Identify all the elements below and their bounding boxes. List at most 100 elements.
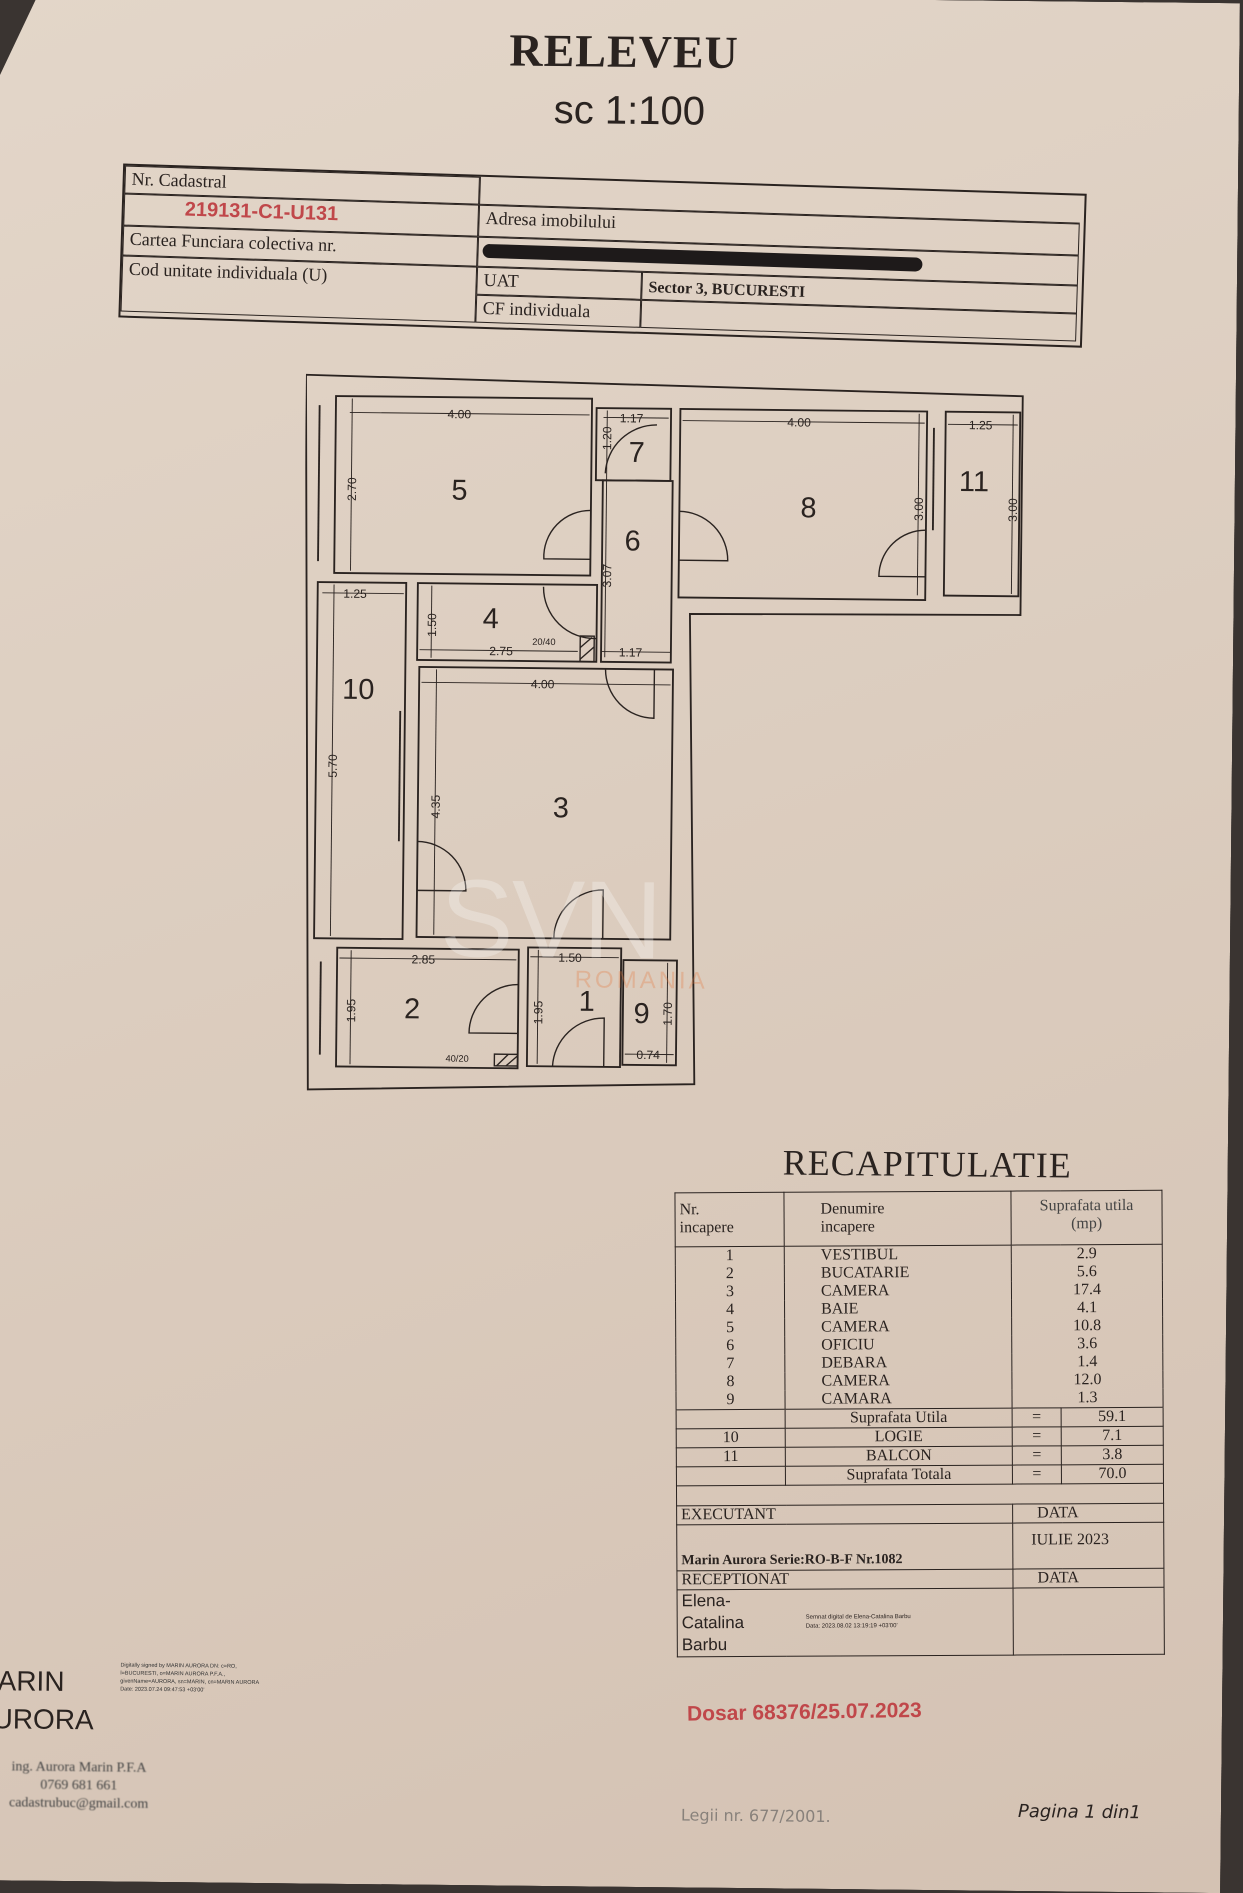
- receptionat-digital-signature: Semnat digital de Elena-Catalina Barbu D…: [805, 1614, 911, 1630]
- room-11-outline: [944, 412, 1020, 597]
- room-area: 7.1: [1061, 1426, 1163, 1446]
- room-area: 1.4: [1012, 1353, 1163, 1372]
- executant-date: IULIE 2023: [1013, 1522, 1164, 1569]
- signer-name: MARIN AURORA: [0, 1662, 94, 1739]
- room-nr: 7: [676, 1355, 785, 1374]
- redaction-bar: [482, 244, 922, 272]
- receptionat-signature-cell: Elena-Catalina Barbu Semnat digital de E…: [677, 1588, 1013, 1657]
- room-numbers: 1 2 3 4 5 6 7 8 9 10 11: [339, 434, 990, 1034]
- dimension-label: 3.00: [1006, 498, 1020, 522]
- room-name: CAMARA: [785, 1390, 1012, 1410]
- door-arc: [554, 889, 603, 938]
- room-name: OFICIU: [785, 1336, 1012, 1355]
- receptionat-label: RECEPTIONAT: [677, 1569, 1013, 1590]
- room-name: BAIE: [785, 1300, 1012, 1319]
- dimension-label: 1.20: [600, 426, 614, 450]
- equals-sign: =: [1012, 1427, 1061, 1446]
- shafts: [494, 635, 594, 1067]
- document-title: RELEVEU: [509, 24, 740, 78]
- suprafata-utila-value: 59.1: [1061, 1407, 1163, 1427]
- door-arc: [543, 587, 597, 639]
- room-number: 1: [579, 986, 595, 1018]
- dimension-label: 5.70: [326, 754, 340, 778]
- door-arc: [469, 984, 518, 1033]
- room-10-outline: [314, 582, 406, 939]
- receptionat-data-label: DATA: [1013, 1568, 1164, 1588]
- room-9-outline: [622, 960, 677, 1065]
- col-header-area: Suprafata utila (mp): [1011, 1190, 1162, 1245]
- dimension-label: 2.85: [412, 952, 436, 966]
- cf-individuala-label: CF individuala: [475, 295, 641, 328]
- dimension-label: 1.25: [343, 587, 367, 601]
- dosar-number: Dosar 68376/25.07.2023: [686, 1698, 922, 1726]
- dimension-label: 1.95: [531, 1000, 545, 1024]
- executant-label: EXECUTANT: [677, 1504, 1013, 1525]
- room-nr: 11: [676, 1447, 785, 1467]
- suprafata-totala-value: 70.0: [1061, 1464, 1163, 1484]
- room-6-outline: [601, 480, 673, 662]
- room-nr: 9: [676, 1391, 785, 1410]
- signer-name-line: AURORA: [0, 1703, 94, 1736]
- room-area: 5.6: [1011, 1263, 1162, 1282]
- watermark-subtitle: ROMANIA: [574, 966, 708, 995]
- door-arc: [879, 530, 926, 577]
- room-number: 7: [629, 437, 645, 469]
- room-nr: 1: [675, 1246, 784, 1265]
- dimension-labels: 4.00 1.17 4.00 1.25 2.70 1.20 3.00 3.00 …: [323, 406, 1021, 1070]
- room-name: VESTIBUL: [784, 1245, 1011, 1265]
- room-nr: 10: [676, 1428, 785, 1448]
- dimension-label: 1.50: [558, 951, 582, 965]
- signer-email: cadastrubuc@gmail.com: [8, 1795, 149, 1812]
- dimension-label: 4.00: [448, 407, 472, 421]
- room-3-outline: [417, 667, 674, 940]
- room-name: CAMERA: [785, 1318, 1012, 1337]
- door-arc: [417, 841, 466, 890]
- digital-signature-block: Digitally signed by MARIN AURORA DN: c=R…: [120, 1662, 259, 1694]
- room-2-outline: [336, 948, 519, 1069]
- room-number: 11: [959, 466, 989, 498]
- room-5-outline: [334, 396, 592, 576]
- room-area: 17.4: [1011, 1281, 1162, 1300]
- room-nr: 3: [675, 1283, 784, 1302]
- door-arc: [679, 511, 728, 560]
- room-number: 10: [342, 674, 374, 706]
- signer-phone: 0769 681 661: [40, 1777, 118, 1794]
- room-nr: 2: [675, 1265, 784, 1284]
- room-number: 6: [624, 525, 640, 557]
- dimension-label: 0.74: [636, 1048, 660, 1062]
- dimension-label: 1.50: [425, 613, 439, 637]
- equals-sign: =: [1012, 1465, 1061, 1484]
- dimension-label: 1.25: [969, 418, 993, 432]
- room-name: LOGIE: [785, 1427, 1012, 1447]
- dimension-label: 2.75: [489, 644, 513, 658]
- room-area: 12.0: [1012, 1371, 1163, 1390]
- executant-value: Marin Aurora Serie:RO-B-F Nr.1082: [677, 1523, 1013, 1571]
- dimension-label: 4.35: [429, 795, 443, 819]
- door-arc: [605, 669, 654, 718]
- room-nr: 4: [676, 1301, 785, 1320]
- room-area: 3.6: [1012, 1335, 1163, 1354]
- room-4-outline: [417, 583, 597, 662]
- room-8-outline: [678, 409, 927, 600]
- data-label: DATA: [1013, 1503, 1164, 1523]
- receptionat-name: Elena-Catalina Barbu: [681, 1591, 745, 1655]
- dimension-label: 1.70: [661, 1002, 675, 1026]
- dimension-label: 1.95: [344, 998, 358, 1022]
- room-area: 10.8: [1012, 1317, 1163, 1336]
- scale-label: sc 1:100: [553, 88, 706, 134]
- room-number: 9: [633, 998, 649, 1030]
- room-area: 2.9: [1011, 1244, 1162, 1263]
- room-area: 3.8: [1061, 1445, 1163, 1465]
- dimension-lines: [317, 398, 1018, 1071]
- dimension-label: 40/20: [445, 1054, 468, 1064]
- recap-table: Nr. incapere Denumire incapere Suprafata…: [674, 1190, 1164, 1658]
- signer-name-line: MARIN: [0, 1665, 65, 1697]
- room-nr: 8: [676, 1373, 785, 1392]
- recap-title: RECAPITULATIE: [782, 1142, 1072, 1186]
- room-name: DEBARA: [785, 1354, 1012, 1373]
- room-name: BALCON: [785, 1446, 1012, 1466]
- cod-unitate-label: Cod unitate individuala (U): [121, 256, 478, 323]
- dimension-label: 4.00: [787, 415, 811, 429]
